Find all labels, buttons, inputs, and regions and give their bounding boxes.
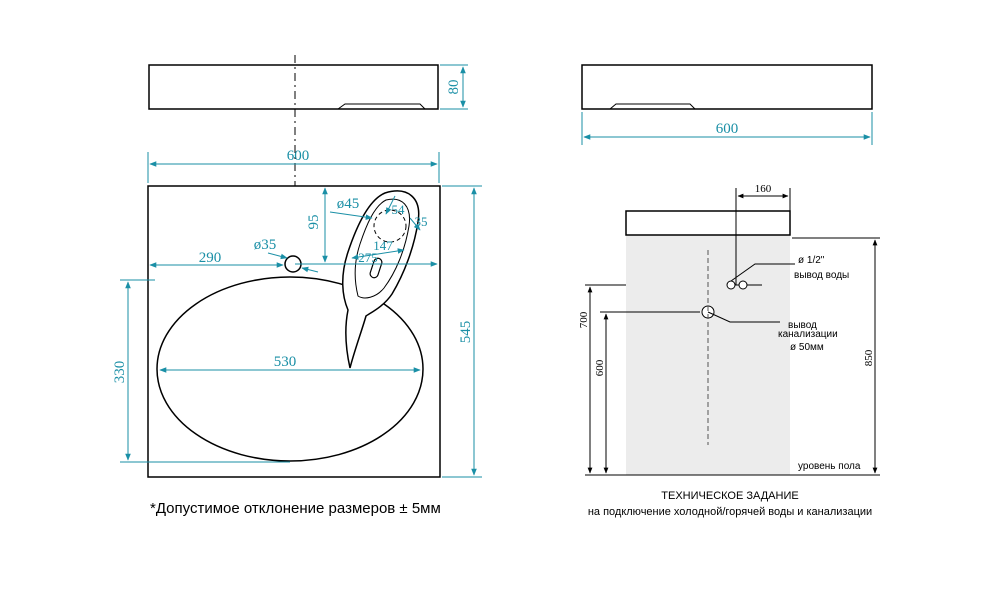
spout-35-leader bbox=[409, 217, 421, 231]
overflow-x-label: 290 bbox=[199, 250, 222, 266]
drain-dia-label: ø 50мм bbox=[790, 342, 824, 353]
mounted-basin bbox=[625, 210, 791, 236]
drain-label-line1: вывод bbox=[788, 320, 817, 331]
h600-label: 600 bbox=[594, 359, 606, 376]
water-leader bbox=[730, 263, 795, 282]
spec-title: ТЕХНИЧЕСКОЕ ЗАДАНИЕ bbox=[661, 490, 798, 502]
drain-label-line2: канализации bbox=[778, 329, 838, 340]
connection-spec: 160 ø 1/2" вывод воды вывод канализации … bbox=[578, 183, 880, 476]
spec-subtitle: на подключение холодной/горячей воды и к… bbox=[588, 506, 872, 518]
spout-35-label: 35 bbox=[415, 214, 428, 229]
front-elevation-outline bbox=[148, 64, 439, 110]
side-drain-recess bbox=[609, 103, 696, 110]
spout-275-label: 275 bbox=[358, 250, 378, 265]
h850-label: 850 bbox=[863, 349, 875, 366]
plan-view: 600 290 ø35 95 ø45 54 35 147 bbox=[112, 148, 482, 478]
spout-147-label: 147 bbox=[373, 238, 393, 253]
bowl-depth-label: 330 bbox=[112, 361, 128, 384]
side-elevation-outline bbox=[581, 64, 873, 110]
water-pipe-hot bbox=[738, 280, 748, 290]
overflow-dia-label: ø35 bbox=[254, 237, 277, 253]
drain-leader bbox=[707, 311, 780, 323]
front-drain-recess bbox=[337, 103, 426, 110]
plan-depth-label: 545 bbox=[458, 321, 474, 344]
overflow-dia-leader bbox=[267, 252, 288, 260]
h700-label: 700 bbox=[578, 311, 590, 328]
overflow-dia-leader-right bbox=[301, 266, 319, 273]
bowl-width-label: 530 bbox=[274, 354, 297, 370]
tolerance-note: *Допустимое отклонение размеров ± 5мм bbox=[150, 500, 441, 517]
spout-54-leader bbox=[385, 195, 396, 215]
tap-offset-label: 95 bbox=[306, 215, 322, 230]
tap-dia-leader bbox=[329, 211, 373, 220]
side-width-label: 600 bbox=[716, 121, 739, 137]
height-dim-label: 80 bbox=[446, 80, 462, 95]
spout-inner-outline bbox=[354, 198, 411, 299]
side-elevation: 600 bbox=[581, 64, 873, 145]
water-pipe-cold bbox=[726, 280, 736, 290]
water-pipe-dia-label: ø 1/2" bbox=[798, 255, 825, 266]
offset-label: 160 bbox=[755, 183, 772, 195]
tap-hole bbox=[373, 209, 407, 243]
tap-dia-label: ø45 bbox=[337, 196, 360, 212]
spout-54-label: 54 bbox=[392, 202, 406, 217]
spout-147-dim-line bbox=[351, 248, 405, 260]
water-outlet-label: вывод воды bbox=[794, 270, 849, 281]
plan-width-label: 600 bbox=[287, 148, 310, 164]
floor-level-label: уровень пола bbox=[798, 461, 861, 472]
